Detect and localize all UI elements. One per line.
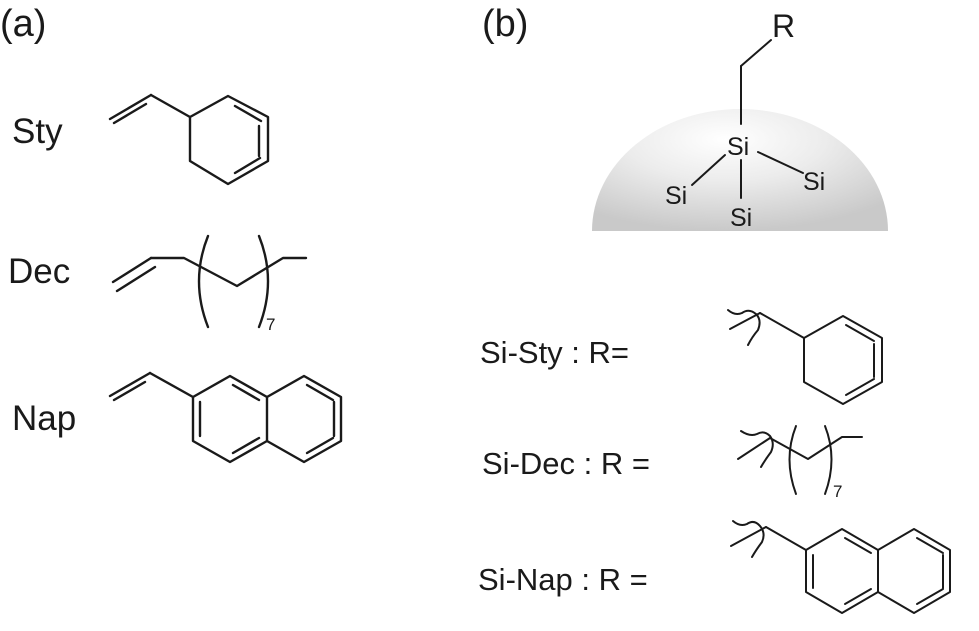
grafted-silane-bonds: [691, 39, 804, 199]
si-atom-left: Si: [665, 182, 687, 210]
decyl-repeat-count: 7: [833, 482, 842, 501]
benzyl-group-icon: [727, 309, 883, 405]
definition-label-si-dec: Si-Dec : R =: [482, 446, 650, 481]
decene-structure-icon: [111, 234, 308, 329]
styrene-structure-icon: [108, 93, 270, 186]
decyl-chain-icon: [737, 425, 863, 495]
panel-b-label: (b): [482, 3, 528, 45]
monomer-name-nap: Nap: [12, 399, 76, 438]
decene-repeat-count: 7: [266, 315, 275, 334]
vinylnaphthalene-structure-icon: [108, 371, 343, 464]
monomer-name-dec: Dec: [8, 252, 70, 291]
si-atom-right: Si: [803, 168, 825, 196]
si-atom-bottom: Si: [730, 204, 752, 232]
definition-label-si-sty: Si-Sty : R=: [480, 335, 629, 370]
naphthylmethyl-group-icon: [730, 520, 951, 614]
panel-a-label: (a): [0, 3, 46, 45]
monomer-name-sty: Sty: [12, 112, 63, 151]
definition-label-si-nap: Si-Nap : R =: [478, 562, 648, 597]
si-atom-center: Si: [727, 133, 749, 161]
r-group-label: R: [772, 8, 795, 44]
